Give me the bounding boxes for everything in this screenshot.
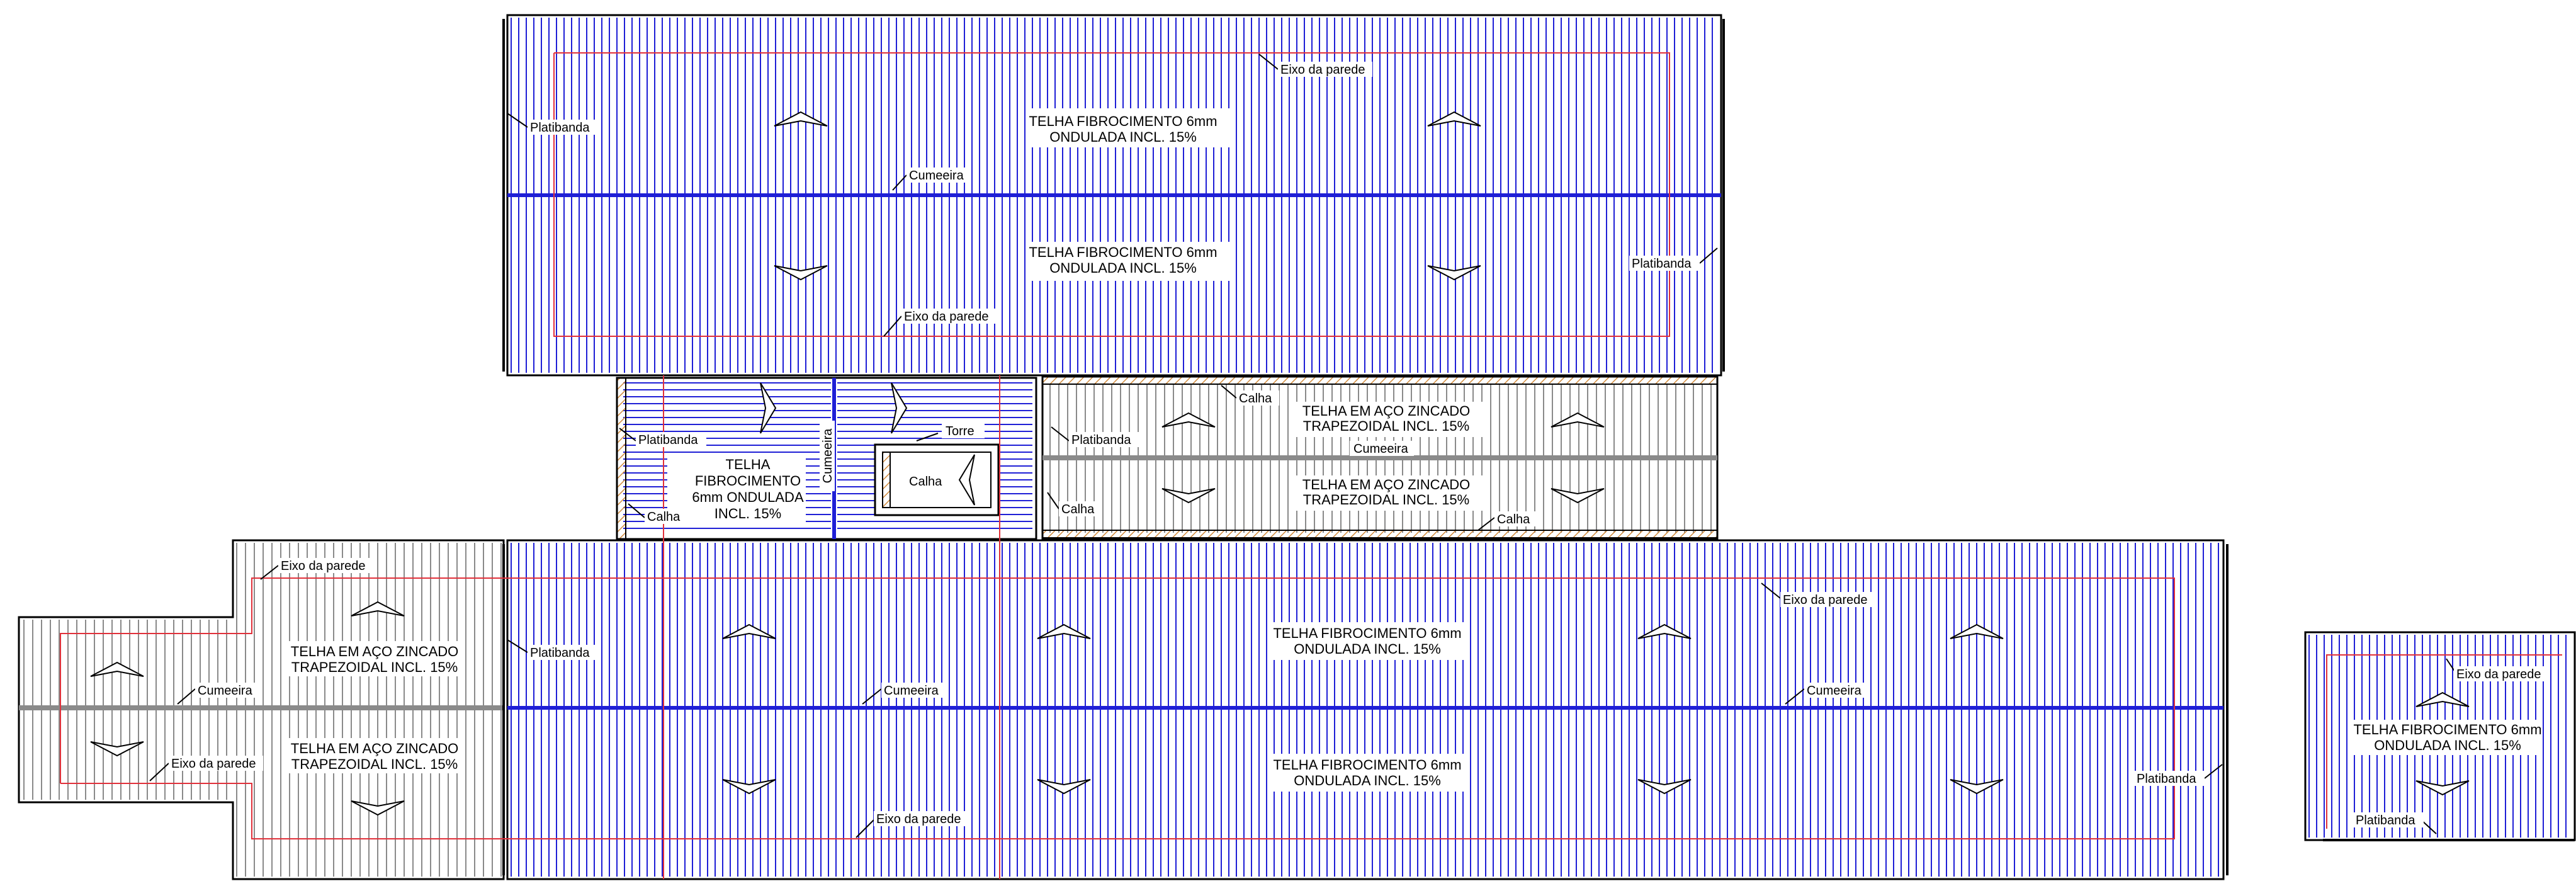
callout-platibanda-mid-left: Platibanda	[638, 433, 698, 447]
callout-platibanda-bottom-left: Platibanda	[530, 646, 590, 660]
slope-arrow-top-3	[774, 265, 828, 281]
roof-label-mid-right-lower-line1: TELHA EM AÇO ZINCADO	[1302, 477, 1471, 492]
roof-label-top-upper-line1: TELHA FIBROCIMENTO 6mm	[1029, 113, 1217, 129]
callout-platibanda-bottom-right: Platibanda	[2137, 772, 2196, 786]
callout-eixo-parede-top: Eixo da parede	[1280, 63, 1365, 77]
slope-arrow-top-2	[1427, 111, 1481, 127]
slope-arrow-bottom-up-1	[722, 623, 776, 639]
roof-label-mid-right-upper-line1: TELHA EM AÇO ZINCADO	[1302, 403, 1471, 419]
slope-arrow-left-3	[90, 741, 144, 757]
slope-arrow-bottom-down-2	[1037, 779, 1091, 795]
roof-label-mid-left-line2: FIBROCIMENTO	[695, 473, 801, 489]
left-wing-outline	[18, 539, 505, 880]
callout-cumeeira-bottom-right: Cumeeira	[1807, 684, 1862, 698]
callout-eixo-parede-left-lower: Eixo da parede	[171, 757, 256, 771]
callout-calha-mid-right-top: Calha	[1239, 392, 1272, 406]
roof-label-left-lower-line1: TELHA EM AÇO ZINCADO	[291, 741, 459, 756]
gutter-mid-right-top	[1042, 376, 1718, 385]
wall-axis-small-roof	[2326, 654, 2562, 829]
slope-arrow-top-4	[1427, 265, 1481, 281]
slope-arrow-tower	[958, 454, 975, 506]
slope-arrow-small-1	[2415, 691, 2470, 707]
roof-label-mid-left-line4: INCL. 15%	[715, 506, 781, 521]
slope-arrow-left-4	[351, 800, 405, 816]
wall-axis-top-roof	[553, 52, 1670, 337]
slope-arrow-bottom-down-1	[722, 779, 776, 795]
callout-torre: Torre	[946, 424, 974, 438]
wall-axis-left-wing-lower	[60, 783, 504, 839]
slope-arrow-mid-right-2	[1551, 412, 1605, 428]
callout-cumeeira-vertical: Cumeeira	[821, 428, 835, 484]
slope-arrow-left-2	[351, 601, 405, 617]
gutter-mid-right-bottom	[1042, 530, 1718, 538]
callout-eixo-parede-left-upper: Eixo da parede	[281, 559, 366, 573]
callout-calha-mid-center: Calha	[1061, 503, 1095, 516]
slope-arrow-top-1	[774, 111, 828, 127]
slope-arrow-left-1	[90, 661, 144, 677]
callout-eixo-parede-bottom-upper: Eixo da parede	[1783, 593, 1868, 607]
callout-eixo-parede-small: Eixo da parede	[2456, 668, 2541, 681]
slope-arrow-mid-left-2	[891, 382, 908, 434]
gutter-tower	[882, 452, 891, 508]
wall-axis-bottom-roof	[504, 577, 2175, 839]
roof-label-bottom-upper-line1: TELHA FIBROCIMENTO 6mm	[1273, 625, 1461, 641]
slope-arrow-mid-right-1	[1161, 412, 1216, 428]
callout-calha-mid-left: Calha	[647, 510, 681, 524]
roof-label-mid-left-line3: 6mm ONDULADA	[692, 489, 804, 505]
callout-cumeeira-bottom-left: Cumeeira	[884, 684, 939, 698]
roof-label-left-upper-line1: TELHA EM AÇO ZINCADO	[291, 644, 459, 659]
slope-arrow-bottom-up-4	[1950, 623, 2004, 639]
roof-label-mid-right-upper-line2: TRAPEZOIDAL INCL. 15%	[1303, 418, 1469, 434]
slope-arrow-small-2	[2415, 780, 2470, 796]
slope-arrow-bottom-down-4	[1950, 779, 2004, 795]
callout-cumeeira-left-wing: Cumeeira	[198, 684, 253, 698]
callout-platibanda-small: Platibanda	[2356, 814, 2415, 827]
roof-label-mid-left-line1: TELHA	[726, 457, 771, 472]
callout-calha-torre: Calha	[909, 475, 942, 489]
slope-arrow-bottom-up-3	[1637, 623, 1692, 639]
slope-arrow-bottom-down-3	[1637, 779, 1692, 795]
roof-label-small-line2: ONDULADA INCL. 15%	[2374, 737, 2521, 753]
callout-cumeeira-top: Cumeeira	[909, 169, 964, 183]
callout-eixo-parede-bottom-lower: Eixo da parede	[876, 812, 961, 826]
gutter-mid-left	[616, 377, 626, 540]
callout-calha-mid-right-bottom: Calha	[1497, 513, 1530, 526]
roof-label-bottom-lower-line1: TELHA FIBROCIMENTO 6mm	[1273, 757, 1461, 773]
slope-arrow-mid-right-4	[1551, 488, 1605, 504]
callout-platibanda-top-left: Platibanda	[530, 121, 590, 135]
callout-platibanda-mid-right: Platibanda	[1071, 433, 1131, 447]
roof-label-small-line1: TELHA FIBROCIMENTO 6mm	[2353, 722, 2541, 737]
wall-axis-left-wing-upper	[60, 577, 504, 783]
callout-eixo-parede-top-lower: Eixo da parede	[904, 310, 989, 324]
callout-platibanda-top-right: Platibanda	[1632, 257, 1692, 271]
roof-label-top-lower-line2: ONDULADA INCL. 15%	[1049, 260, 1197, 276]
roof-label-left-lower-line2: TRAPEZOIDAL INCL. 15%	[291, 756, 458, 772]
roof-label-top-upper-line2: ONDULADA INCL. 15%	[1049, 129, 1197, 145]
callout-cumeeira-mid-right: Cumeeira	[1353, 442, 1409, 456]
roof-label-top-lower-line1: TELHA FIBROCIMENTO 6mm	[1029, 244, 1217, 260]
roof-label-bottom-lower-line2: ONDULADA INCL. 15%	[1294, 773, 1441, 788]
roof-label-bottom-upper-line2: ONDULADA INCL. 15%	[1294, 641, 1441, 657]
slope-arrow-mid-right-3	[1161, 488, 1216, 504]
slope-arrow-mid-left-1	[760, 382, 777, 434]
roof-label-left-upper-line2: TRAPEZOIDAL INCL. 15%	[291, 659, 458, 675]
slope-arrow-bottom-up-2	[1037, 623, 1091, 639]
roof-label-mid-right-lower-line2: TRAPEZOIDAL INCL. 15%	[1303, 492, 1469, 508]
